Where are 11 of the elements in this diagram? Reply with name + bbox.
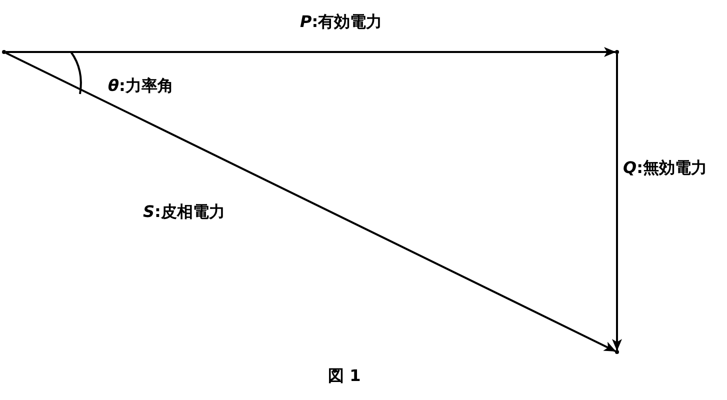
edge-label: S:皮相電力 xyxy=(143,202,225,223)
vector-arrow xyxy=(6,47,616,57)
angle-label: θ:力率角 xyxy=(108,76,174,97)
edge-label: Q:無効電力 xyxy=(623,158,708,179)
vector-arrow xyxy=(612,54,622,351)
vertex-point xyxy=(2,50,6,54)
figure-caption: 図 1 xyxy=(328,366,361,387)
vector-arrow xyxy=(5,52,616,352)
vertex-point xyxy=(615,350,619,354)
edge-label: P:有効電力 xyxy=(300,12,382,33)
vertex-point xyxy=(615,50,619,54)
